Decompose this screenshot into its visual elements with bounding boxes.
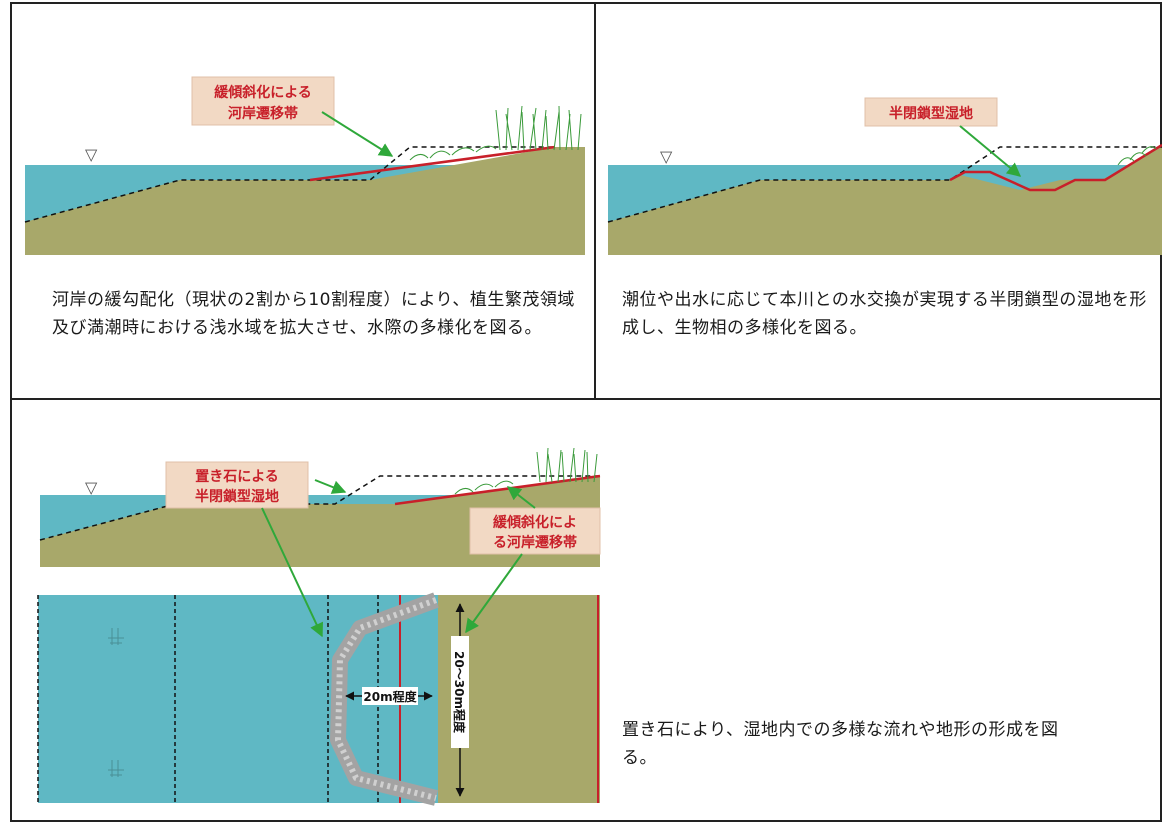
dim-width-label: 20m程度 (363, 689, 417, 704)
panel3-description: 置き石により、湿地内での多様な流れや地形の形成を図る。 (622, 720, 1059, 768)
panel1-arrow (321, 111, 394, 157)
panel1-vegetation (409, 105, 582, 161)
panel3-label-a-line2: 半閉鎖型湿地 (195, 488, 279, 505)
panel3-new-slope (394, 474, 601, 506)
panel3-label-b-box (469, 507, 601, 555)
panel2-new-profile (949, 143, 1162, 192)
vertical-divider (594, 2, 596, 400)
panel3-vegetation (454, 447, 598, 495)
panel3-water-level-symbol: ▽ (85, 478, 98, 497)
dim-length-label: 20～30m程度 (452, 651, 467, 734)
panel3-ground (40, 476, 600, 567)
panel3-arrow-b2 (465, 553, 523, 634)
panel1-ground (25, 147, 585, 255)
panel3-label-a-box (165, 461, 309, 509)
panel3-label-a-line1: 置き石による (195, 468, 279, 485)
panel2-ground (608, 145, 1162, 255)
panel2-water-level-symbol: ▽ (660, 147, 673, 166)
dim-width-bg (362, 687, 418, 705)
panel2-arrow (959, 125, 1022, 177)
panel1-label-line1: 緩傾斜化による (214, 84, 312, 101)
dim-length-bg (451, 636, 469, 748)
panel3-arrow-b1 (506, 486, 536, 509)
panel2-description: 潮位や出水に応じて本川との水交換が実現する半閉鎖型の湿地を形成し、生物相の多様化… (622, 290, 1147, 338)
panel3-label-b-line2: る河岸遷移帯 (493, 534, 577, 551)
panel2-label: 半閉鎖型湿地 (889, 105, 973, 122)
panel1-description: 河岸の緩勾配化（現状の2割から10割程度）により、植生繁茂領域及び満潮時における… (52, 290, 575, 338)
panel2-cross-section: ▽ 半閉鎖型湿地 (607, 97, 1162, 255)
panel3-plan-view: 20m程度 20～30m程度 (37, 592, 600, 806)
plan-tidal-marks (108, 628, 124, 777)
panel1-label-line2: 河岸遷移帯 (228, 105, 298, 122)
panel2-vegetation (1117, 146, 1157, 166)
panel1-existing-profile (24, 146, 555, 223)
panel1-cross-section: ▽ 緩傾斜化による 河岸遷移帯 (24, 76, 585, 255)
panel3-existing-profile (39, 475, 600, 541)
panel3-label-b-line1: 緩傾斜化によ (493, 514, 577, 531)
panel1-water-level-symbol: ▽ (85, 145, 98, 164)
panel2-label-box (864, 97, 998, 127)
figure-frame (10, 2, 1162, 822)
horizontal-divider (10, 398, 1162, 400)
panel1-label-box (191, 76, 335, 126)
panel3-arrow-a1 (314, 479, 347, 494)
panel1-new-slope (309, 145, 556, 182)
panel3-wetland-water (335, 497, 395, 504)
panel2-existing-profile (607, 146, 1162, 223)
panel3-cross-section: ▽ 置き石による 半閉鎖型湿地 緩傾斜化によ る河岸遷移帯 (39, 447, 601, 567)
panel3-arrow-a2 (261, 507, 323, 638)
